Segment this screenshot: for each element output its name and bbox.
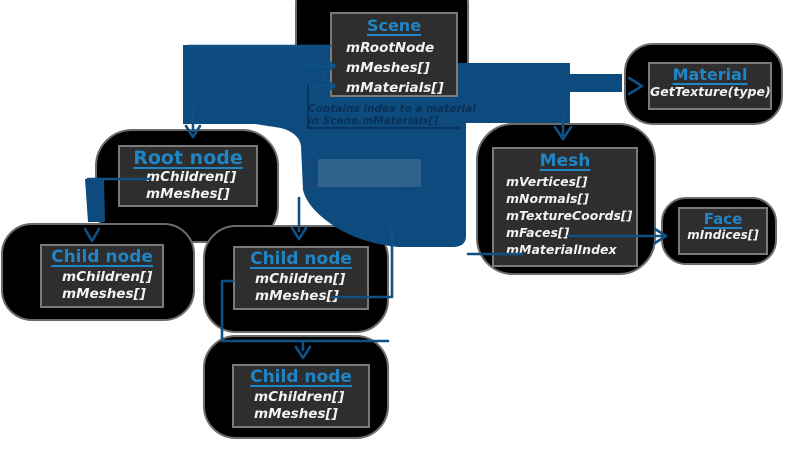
scene-field-mmeshes: mMeshes[]	[346, 60, 430, 76]
mesh-field-mnormals: mNormals[]	[506, 191, 589, 206]
mesh-field-mmaterialindex: mMaterialIndex	[506, 242, 617, 257]
child2-title: Child node	[250, 249, 352, 269]
node-child3: Child node mChildren[] mMeshes[]	[232, 364, 370, 428]
node-child2: Child node mChildren[] mMeshes[]	[233, 246, 369, 310]
connector-mass	[183, 45, 622, 247]
scene-field-mrootnode: mRootNode	[346, 40, 435, 56]
child3-field-mmeshes: mMeshes[]	[254, 406, 338, 422]
child2-field-mmeshes: mMeshes[]	[255, 288, 339, 304]
annotation-material-line1: Contains index to a material	[308, 103, 476, 115]
annotation-highlight-overlay	[318, 159, 421, 187]
scene-title: Scene	[366, 16, 422, 35]
annotation-material-line2: in Scene.mMaterials[]	[308, 114, 439, 127]
child1-title: Child node	[51, 247, 153, 267]
child1-field-mchildren: mChildren[]	[62, 269, 153, 285]
face-title: Face	[703, 210, 743, 228]
node-scene: Scene mRootNode mMeshes[] mMaterials[]	[330, 12, 458, 97]
mesh-field-mvertices: mVertices[]	[506, 174, 588, 189]
face-field-mindices: mIndices[]	[687, 228, 759, 242]
scene-field-mmaterials: mMaterials[]	[346, 80, 444, 96]
child2-field-mchildren: mChildren[]	[255, 271, 346, 287]
root-field-mchildren: mChildren[]	[146, 169, 237, 185]
material-title: Material	[672, 65, 748, 84]
node-face: Face mIndices[]	[678, 207, 768, 255]
node-root: Root node mChildren[] mMeshes[]	[118, 145, 258, 207]
annotation-material-index: Contains index to a material in Scene.mM…	[308, 103, 483, 127]
mesh-field-mtexturecoords: mTextureCoords[]	[506, 208, 633, 223]
mesh-field-mfaces: mFaces[]	[506, 225, 570, 240]
mesh-title: Mesh	[539, 151, 591, 171]
node-mesh: Mesh mVertices[] mNormals[] mTextureCoor…	[492, 147, 638, 267]
child1-field-mmeshes: mMeshes[]	[62, 286, 146, 302]
node-child1: Child node mChildren[] mMeshes[]	[40, 244, 164, 308]
child3-title: Child node	[250, 367, 352, 387]
material-field-gettexture: GetTexture(type)	[650, 84, 771, 99]
root-to-child1-band	[85, 179, 105, 222]
node-material: Material GetTexture(type)	[648, 62, 772, 110]
root-title: Root node	[133, 147, 243, 169]
child3-field-mchildren: mChildren[]	[254, 389, 345, 405]
root-field-mmeshes: mMeshes[]	[146, 186, 230, 202]
